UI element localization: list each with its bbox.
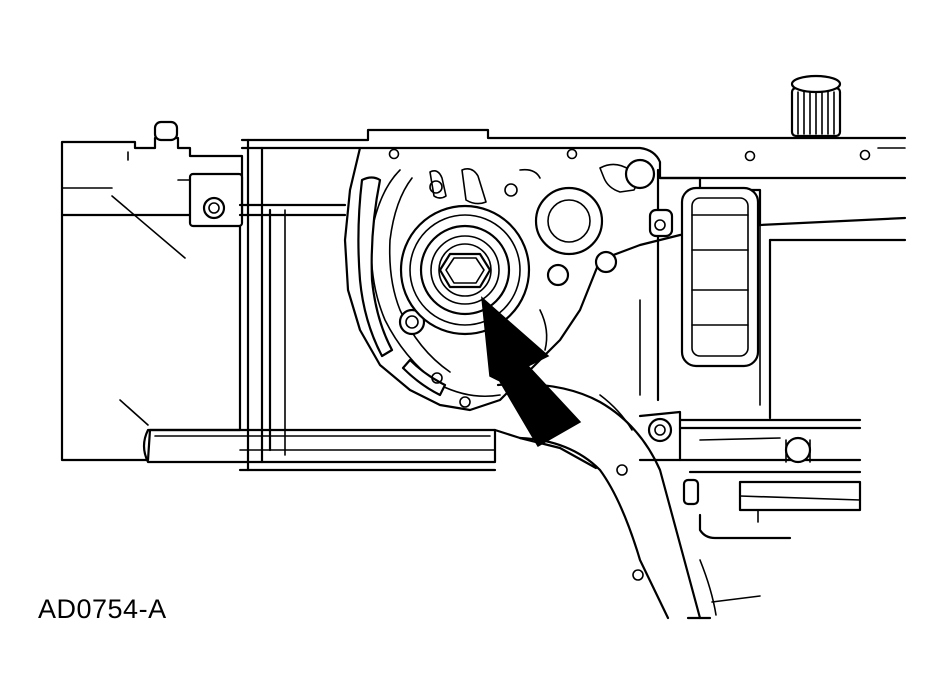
locator-arrow (481, 296, 582, 448)
input-shaft-splines (790, 74, 842, 138)
figure-reference-code: AD0754-A (38, 594, 167, 624)
pump-drive-hex (438, 252, 492, 289)
lower-right-linkage (638, 410, 862, 540)
transmission-case (238, 128, 907, 472)
lower-tube (142, 428, 598, 472)
left-bracket (60, 120, 244, 462)
pump-drive-hex-inner (445, 257, 485, 284)
valve-body-cover (680, 186, 760, 368)
